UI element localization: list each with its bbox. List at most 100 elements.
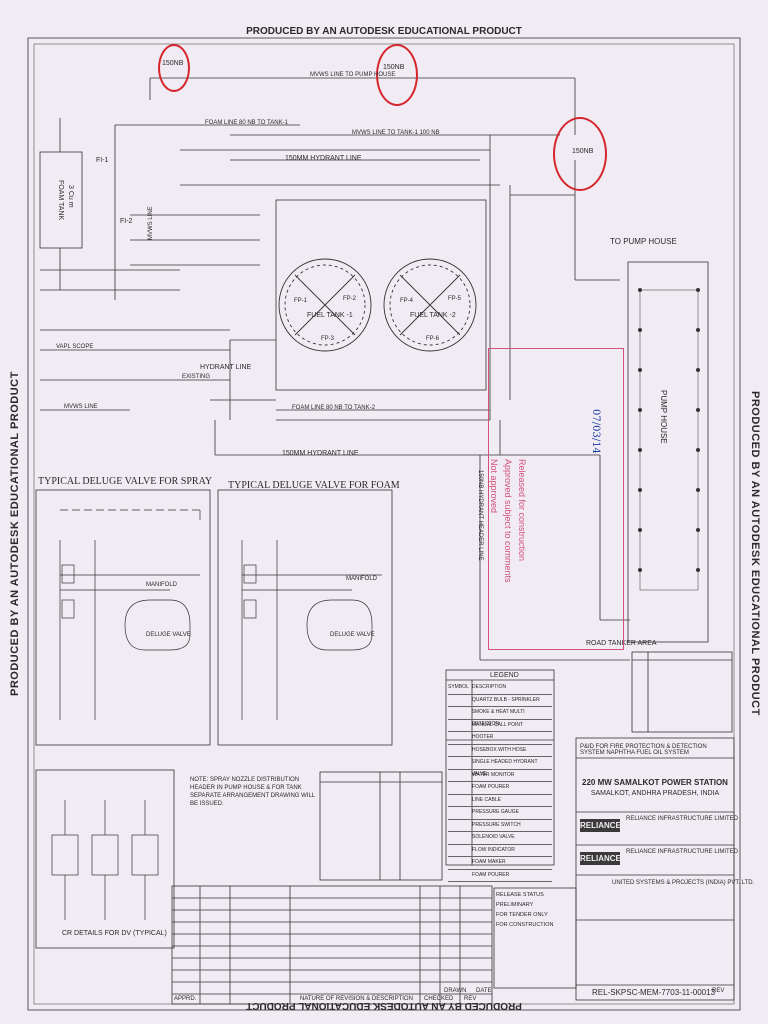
red-mark-circle-3: [553, 117, 607, 191]
stamp-line-1: Released for construction: [517, 459, 527, 562]
legend-symbol: [448, 770, 472, 782]
legend-row: FOAM POURER: [448, 782, 552, 795]
foam-tank-capacity: 3 Cu m: [67, 185, 74, 208]
legend-symbol: [448, 757, 471, 769]
foam-tank-label: FOAM TANK: [57, 180, 64, 221]
company-2-name: RELIANCE INFRASTRUCTURE LIMITED: [626, 849, 739, 855]
stamp-line-3: Not approved: [489, 459, 499, 514]
rev-header-rev: REV: [464, 996, 477, 1002]
mvws-tank1-label: MVWS LINE TO TANK-1 100 NB: [352, 130, 440, 136]
legend-description: DESCRIPTION: [472, 684, 507, 690]
legend-row: PRESSURE GAUGE: [448, 807, 552, 820]
legend-symbol: [448, 707, 472, 719]
manifold-label-2: MANIFOLD: [346, 576, 378, 582]
legend-symbol: [448, 832, 472, 844]
rev-header-checked: CHECKED: [424, 996, 454, 1002]
mvws-line-2-label: MVWS LINE: [64, 404, 98, 410]
legend-description: PRESSURE GAUGE: [472, 809, 519, 815]
legend-symbol: [448, 732, 472, 744]
to-pump-house-label: TO PUMP HOUSE: [610, 237, 677, 246]
spray-line-label: MVWS LINE TO PUMP HOUSE: [310, 72, 396, 78]
legend-description: QUARTZ BULB - SPRINKLER: [472, 696, 540, 703]
legend-description: SINGLE HEADED HYDRANT VALVE: [471, 759, 538, 777]
legend-description: HOOTER: [472, 734, 494, 740]
drawing-number: REL-SKPSC-MEM-7703-11-00013: [592, 988, 716, 997]
company-1-name: RELIANCE INFRASTRUCTURE LIMITED: [626, 816, 739, 822]
mvws-line-label: MVWS LINE: [148, 206, 154, 240]
rev-header-apprd: APPRD.: [174, 996, 197, 1002]
legend-row: LINE CABLE: [448, 795, 552, 807]
pipe-size-c: 150NB: [572, 148, 594, 155]
reliance-logo-1: RELIANCE: [580, 819, 621, 832]
reliance-logo-2: RELIANCE: [580, 852, 621, 865]
release-status-construction: FOR CONSTRUCTION: [496, 922, 554, 928]
legend-row: SMOKE & HEAT MULTI DETECTOR: [448, 707, 552, 727]
pump-house-label: PUMP HOUSE: [659, 390, 668, 444]
hydrant-line-bottom-label: 150MM HYDRANT LINE: [282, 450, 359, 457]
pipe-size-b: 150NB: [383, 64, 405, 71]
legend-symbol: [448, 795, 472, 807]
legend-symbol: [448, 857, 472, 869]
contractor-name: UNITED SYSTEMS & PROJECTS (INDIA) PVT. L…: [612, 880, 755, 886]
legend-row: FLOW INDICATOR: [448, 845, 552, 857]
legend-symbol: [448, 807, 472, 819]
legend-description: HOSEBOX WITH HOSE: [472, 746, 527, 753]
legend-row: SOLENOID VALVE: [448, 832, 552, 845]
hydrant-line-150-label: 150MM HYDRANT LINE: [285, 155, 362, 162]
watermark-top: PRODUCED BY AN AUTODESK EDUCATIONAL PROD…: [246, 26, 522, 37]
legend-row: QUARTZ BULB - SPRINKLER: [448, 695, 552, 707]
stamp-line-2: Approved subject to comments: [503, 459, 513, 583]
legend-description: LINE CABLE: [472, 796, 501, 803]
cr-details-label: CR DETAILS FOR DV (TYPICAL): [62, 930, 167, 937]
legend-description: SOLENOID VALVE: [472, 834, 515, 840]
pipe-size-a: 150NB: [162, 60, 184, 67]
fi1-label: FI-1: [96, 157, 109, 164]
road-tanker-label: ROAD TANKER AREA: [586, 640, 657, 647]
legend-symbol: SYMBOL: [448, 684, 469, 690]
fire-title: P&ID FOR FIRE PROTECTION & DETECTION SYS…: [580, 744, 707, 756]
legend-row: SINGLE HEADED HYDRANT VALVE: [448, 757, 552, 777]
project-location: SAMALKOT, ANDHRA PRADESH, INDIA: [590, 790, 720, 797]
legend-symbol: [448, 820, 472, 832]
legend-row: WATER MONITOR: [448, 770, 552, 782]
rev-header-nature: NATURE OF REVISION & DESCRIPTION: [300, 996, 413, 1002]
hydrant-line-label: HYDRANT LINE: [200, 364, 252, 371]
fp6-label: FP-6: [426, 336, 440, 342]
release-status-header: RELEASE STATUS: [496, 892, 544, 898]
legend-symbol: [448, 845, 472, 857]
legend-row: PRESSURE SWITCH: [448, 820, 552, 832]
legend-symbol: [448, 782, 472, 794]
fp2-label: FP-2: [343, 296, 357, 302]
vapl-scope-label: VAPL SCOPE: [56, 344, 94, 350]
release-status: RELEASE STATUS PRELIMINARY FOR TENDER ON…: [496, 890, 576, 930]
red-mark-circle-2: [376, 44, 418, 106]
project-title: 220 MW SAMALKOT POWER STATION: [582, 778, 728, 787]
manifold-label-1: MANIFOLD: [146, 582, 178, 588]
legend-row: MANUAL CALL POINT: [448, 720, 552, 732]
rev-header-date: DATE: [476, 988, 492, 994]
deluge-valve-label-2: DELUGE VALVE: [330, 632, 375, 638]
header-line-label: 150NB HYDRANT HEADER LINE: [477, 470, 483, 561]
fuel-tank-2-label: FUEL TANK -2: [410, 312, 456, 319]
legend-title: LEGEND: [490, 672, 519, 679]
fp1-label: FP-1: [294, 298, 308, 304]
rev-header-drawn: DRAWN: [444, 988, 467, 994]
legend-description: FOAM MAKER: [472, 859, 506, 865]
legend-symbol: [448, 870, 472, 882]
legend-row: FOAM MAKER: [448, 857, 552, 870]
release-status-tender: FOR TENDER ONLY: [496, 912, 548, 918]
fp3-label: FP-3: [321, 336, 335, 342]
deluge-foam-title: TYPICAL DELUGE VALVE FOR FOAM: [228, 480, 400, 491]
legend-symbol: [448, 720, 472, 732]
fp5-label: FP-5: [448, 296, 462, 302]
legend-description: FOAM POURER: [472, 871, 510, 878]
legend-symbol: [448, 695, 472, 707]
existing-label: EXISTING: [182, 374, 211, 380]
legend-description: MANUAL CALL POINT: [472, 721, 524, 728]
foam-line-tank2-label: FOAM LINE 80 NB TO TANK-2: [292, 405, 375, 411]
approval-stamp: Released for construction Approved subje…: [488, 348, 624, 650]
